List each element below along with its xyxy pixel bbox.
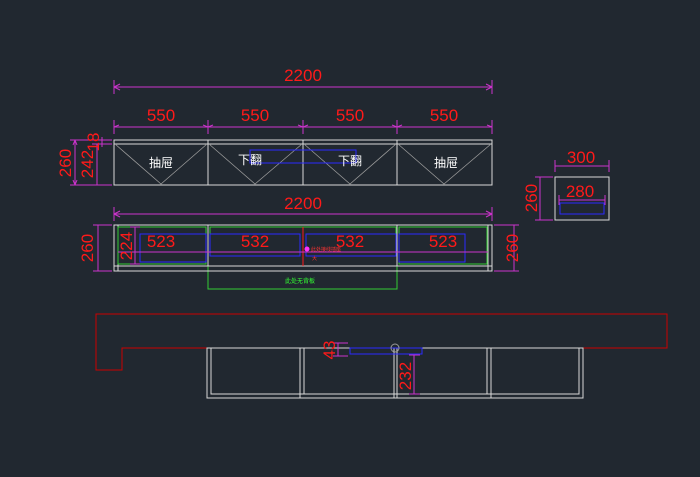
top-hidden-lines bbox=[249, 149, 357, 164]
dim-front-height-left-text: 260 bbox=[78, 234, 97, 262]
socket-note: 此处接线插座 bbox=[311, 246, 341, 253]
dim-top-left-vertical bbox=[70, 137, 112, 186]
dim-front-right-vertical bbox=[494, 224, 519, 272]
side-view: 300 280 260 bbox=[522, 148, 610, 221]
dim-front-inner-height-text: 224 bbox=[117, 232, 136, 260]
dim-front-left-vertical bbox=[93, 224, 140, 272]
dim-side-width-text: 300 bbox=[567, 148, 595, 167]
dim-overall-front bbox=[113, 207, 493, 221]
dim-segment-4-text: 550 bbox=[430, 106, 458, 125]
dim-side-inner bbox=[558, 195, 606, 205]
front-hidden-lines bbox=[139, 233, 466, 263]
dim-side-width bbox=[554, 160, 610, 172]
dim-side-height bbox=[535, 176, 553, 221]
front-view: 2200 此处无背板 5 bbox=[78, 194, 522, 290]
dim-front-seg-4-text: 523 bbox=[429, 232, 457, 251]
side-box-outline bbox=[554, 176, 610, 221]
dim-front-seg-2-text: 532 bbox=[241, 232, 269, 251]
dim-side-height-text: 260 bbox=[522, 184, 541, 212]
dim-overall-top-text: 2200 bbox=[284, 66, 322, 85]
dim-top-inner-a-text: 242 bbox=[78, 150, 97, 178]
dim-front-height-right-text: 260 bbox=[503, 234, 522, 262]
dim-bottom-small-text: 43 bbox=[320, 341, 339, 360]
dim-overall-front-text: 2200 bbox=[284, 194, 322, 213]
top-cabinet-outline bbox=[113, 139, 493, 186]
dim-segment-1-text: 550 bbox=[147, 106, 175, 125]
top-view: 2200 550 550 550 550 bbox=[56, 66, 493, 186]
section-label-2: 下翻 bbox=[238, 153, 262, 167]
door-swing-lines bbox=[114, 143, 492, 185]
dim-bottom-depth-text: 232 bbox=[396, 362, 415, 390]
no-back-panel-note: 此处无背板 bbox=[285, 277, 315, 285]
section-label-1: 抽屉 bbox=[149, 156, 173, 170]
bottom-hidden-rect bbox=[349, 347, 423, 355]
wall-outline bbox=[95, 313, 668, 371]
dim-bottom-depth bbox=[409, 354, 420, 395]
dim-segment-2-text: 550 bbox=[241, 106, 269, 125]
bottom-hole-marker bbox=[390, 343, 400, 353]
section-label-3: 下翻 bbox=[338, 154, 362, 168]
section-label-4: 抽屉 bbox=[434, 156, 458, 170]
dim-segments-top bbox=[113, 120, 493, 134]
side-hidden-rect bbox=[559, 202, 605, 215]
dim-side-inner-text: 280 bbox=[566, 182, 594, 201]
dim-front-seg-1-text: 523 bbox=[147, 232, 175, 251]
bottom-view: 43 232 bbox=[95, 313, 668, 399]
dim-overall-top bbox=[113, 80, 493, 94]
dim-front-seg-3-text: 532 bbox=[336, 232, 364, 251]
socket-note-suffix: 大 bbox=[312, 255, 317, 262]
socket-marker bbox=[304, 246, 310, 252]
dim-top-height-text: 260 bbox=[56, 149, 75, 177]
dim-bottom-small bbox=[333, 342, 348, 357]
dim-segment-3-text: 550 bbox=[336, 106, 364, 125]
dim-top-inner-b-text: 18 bbox=[84, 133, 103, 152]
